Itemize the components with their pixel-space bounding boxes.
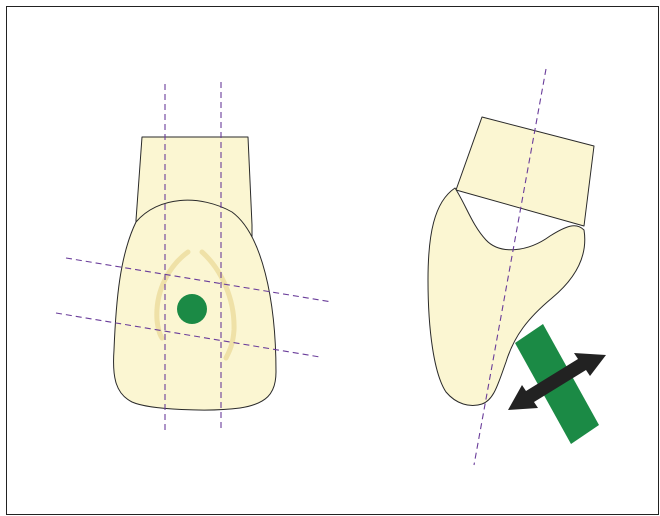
facial-view-panel (56, 82, 332, 432)
access-point-dot (177, 294, 207, 324)
proximal-root (456, 117, 594, 226)
proximal-view-panel (428, 69, 606, 465)
